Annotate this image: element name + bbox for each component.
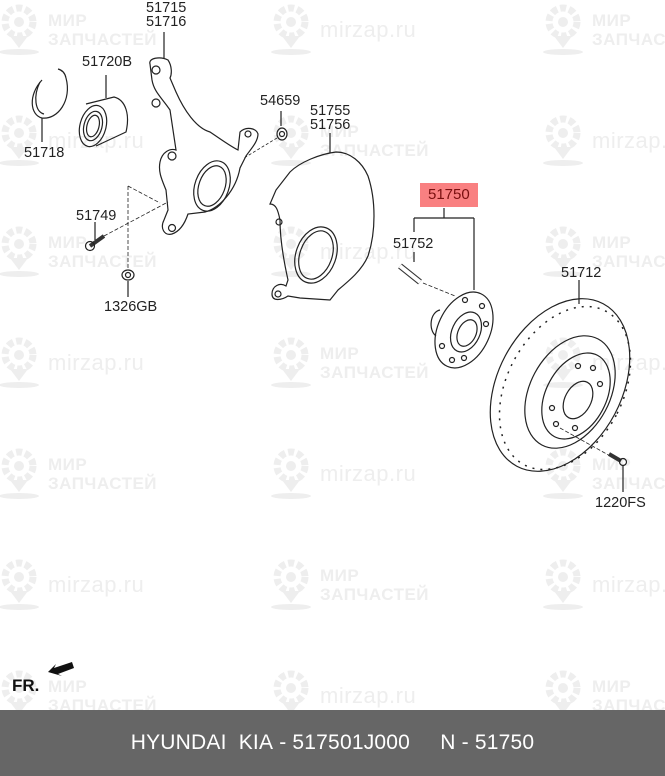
wheel-stud-51752 xyxy=(398,252,456,297)
footer-gap xyxy=(410,731,440,755)
nut-54659 xyxy=(243,111,288,159)
part-label-1326gb[interactable]: 1326GB xyxy=(104,299,158,315)
part-label-51715[interactable]: 51715 xyxy=(146,0,187,16)
part-label-51752[interactable]: 51752 xyxy=(393,236,434,252)
screw-1220FS xyxy=(607,452,628,492)
footer-brand: HYUNDAI KIA xyxy=(130,731,274,754)
part-info-footer: HYUNDAI KIA - 517501J000 N - 51750 xyxy=(0,710,665,776)
front-orientation-label: FR. xyxy=(12,676,40,695)
snap-ring-51718 xyxy=(31,68,68,142)
footer-part-number: 517501J000 xyxy=(292,731,411,754)
part-label-54659[interactable]: 54659 xyxy=(260,93,301,109)
exploded-view-drawing xyxy=(31,32,632,676)
part-label-51712[interactable]: 51712 xyxy=(561,265,602,281)
part-label-51755[interactable]: 51755 xyxy=(310,103,351,119)
nut-1326GB xyxy=(121,269,135,297)
highlighted-part-label[interactable]: 51750 xyxy=(420,183,478,207)
part-label-51720b[interactable]: 51720B xyxy=(82,54,132,70)
footer-separator: - xyxy=(273,731,293,754)
part-label-51716[interactable]: 51716 xyxy=(146,14,187,30)
brake-disc-51712 xyxy=(489,280,632,472)
part-label-51749[interactable]: 51749 xyxy=(76,208,117,224)
steering-knuckle-51715 xyxy=(149,32,259,235)
wheel-bearing-51720B xyxy=(78,75,129,148)
footer-ref-prefix: N - xyxy=(440,731,475,754)
wheel-hub-51750 xyxy=(430,291,494,369)
footer-ref-number: 51750 xyxy=(474,731,535,754)
bolt-51749 xyxy=(84,185,169,270)
part-label-1220fs[interactable]: 1220FS xyxy=(595,495,646,511)
dust-cover-51755 xyxy=(269,133,375,301)
hub-bracket-51750 xyxy=(413,208,475,290)
front-direction-arrow-icon xyxy=(48,662,74,676)
part-label-51718[interactable]: 51718 xyxy=(24,145,65,161)
part-label-51756[interactable]: 51756 xyxy=(310,117,351,133)
